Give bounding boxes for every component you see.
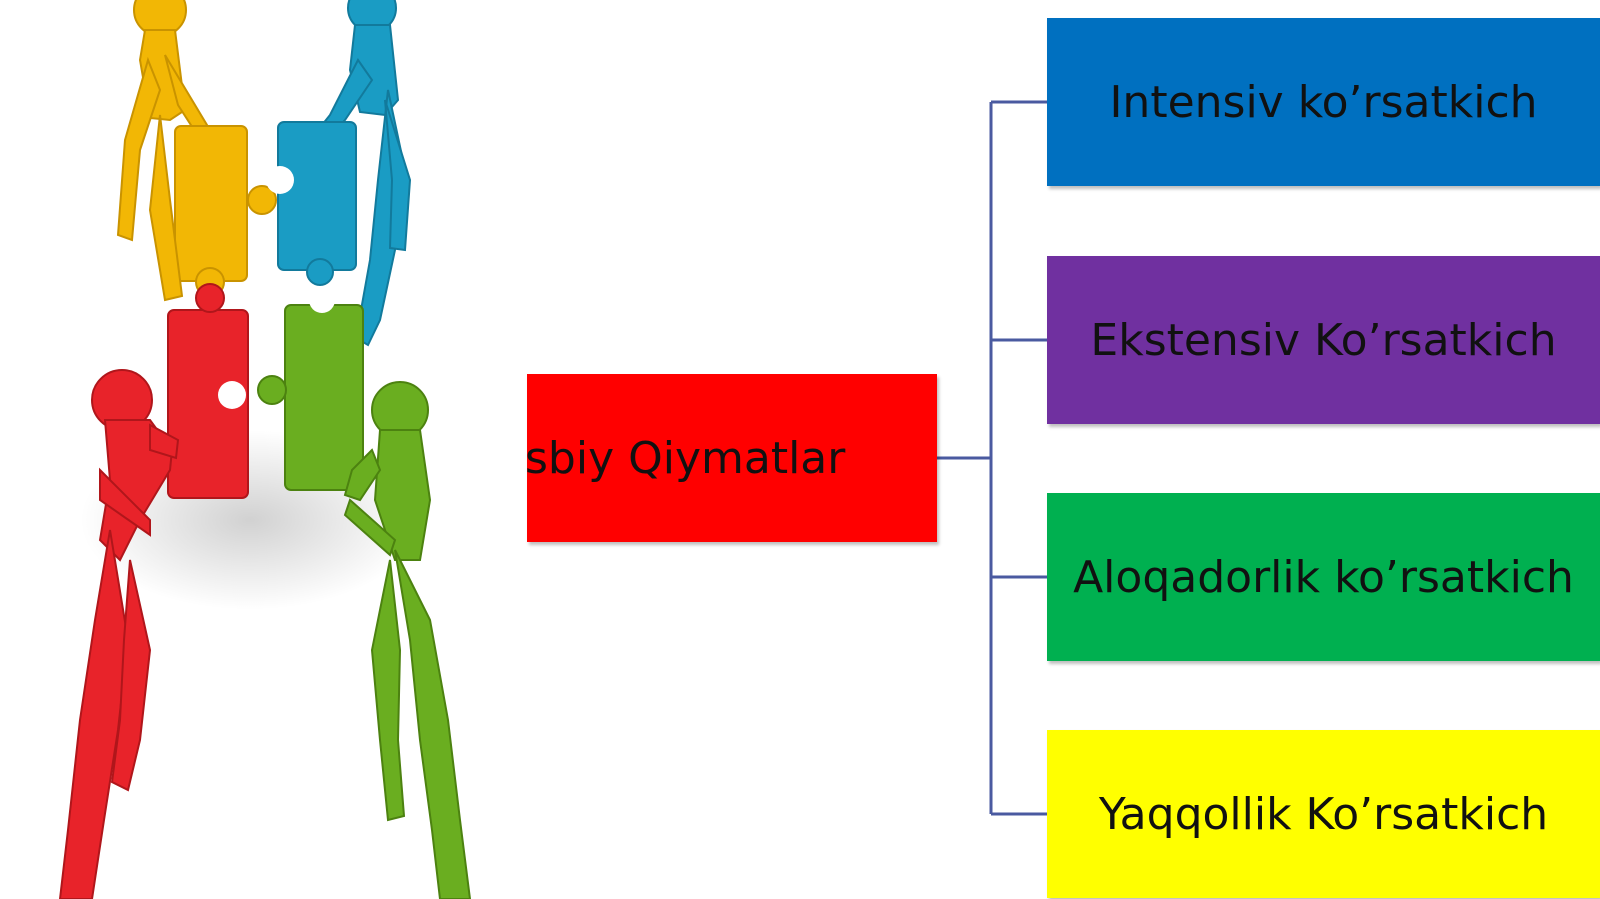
green-figure-icon	[257, 287, 472, 899]
blue-figure-icon	[266, 0, 412, 347]
child-node-ekstensiv: Ekstensiv Ko’rsatkich	[1047, 256, 1600, 424]
red-figure-icon	[58, 283, 249, 899]
child-node-label: Yaqqollik Ko’rsatkich	[1098, 788, 1549, 840]
child-node-label: Ekstensiv Ko’rsatkich	[1090, 314, 1557, 366]
child-node-label: Intensiv ko’rsatkich	[1109, 76, 1538, 128]
child-node-intensiv: Intensiv ko’rsatkich	[1047, 18, 1600, 186]
child-node-yaqqollik: Yaqqollik Ko’rsatkich	[1047, 730, 1600, 898]
child-node-label: Aloqadorlik ko’rsatkich	[1073, 551, 1574, 603]
puzzle-figures-illustration	[0, 0, 480, 899]
child-node-aloqadorlik: Aloqadorlik ko’rsatkich	[1047, 493, 1600, 661]
root-node-label: sbiy Qiymatlar	[527, 432, 846, 484]
root-node: sbiy Qiymatlar	[527, 374, 937, 542]
yellow-figure-icon	[116, 0, 277, 302]
